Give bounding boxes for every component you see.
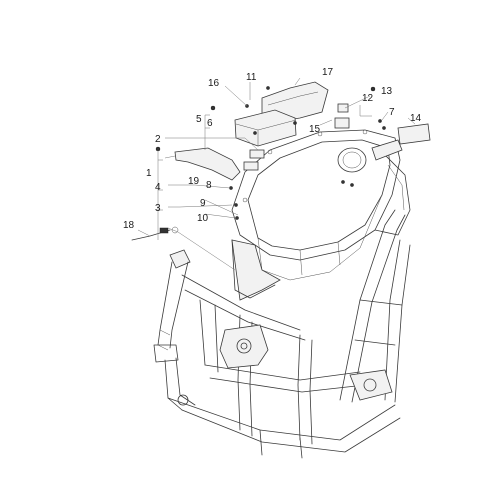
callout-15: 15 [309, 124, 321, 135]
part-14-pad [397, 123, 431, 145]
scooter-frame [153, 209, 411, 459]
leader-lines [137, 77, 416, 271]
callout-6: 6 [207, 118, 213, 129]
callout-12: 12 [362, 93, 374, 104]
callout-2: 2 [155, 134, 161, 145]
callout-13: 13 [381, 86, 393, 97]
part-6-housing [234, 109, 297, 147]
part-2-trim [174, 147, 241, 181]
callout-numbers: 1 2 3 4 5 6 7 8 9 10 11 12 13 14 15 16 1… [123, 67, 422, 231]
callout-1: 1 [146, 168, 152, 179]
helmet-compartment [231, 129, 411, 301]
part-15-clips [243, 103, 350, 171]
callout-19: 19 [188, 176, 200, 187]
ref-dot-13 [370, 86, 376, 92]
callout-7: 7 [389, 107, 395, 118]
screws [229, 86, 386, 220]
callout-16: 16 [208, 78, 220, 89]
ref-dot-5 [210, 105, 216, 111]
callout-10: 10 [197, 213, 209, 224]
callout-17: 17 [322, 67, 334, 78]
callout-14: 14 [410, 113, 422, 124]
callout-9: 9 [200, 198, 206, 209]
callout-18: 18 [123, 220, 135, 231]
part-18-cable [131, 226, 179, 241]
callout-3: 3 [155, 203, 161, 214]
callout-5: 5 [196, 114, 202, 125]
callout-11: 11 [246, 72, 257, 83]
callout-8: 8 [206, 180, 212, 191]
callout-4: 4 [155, 182, 161, 193]
